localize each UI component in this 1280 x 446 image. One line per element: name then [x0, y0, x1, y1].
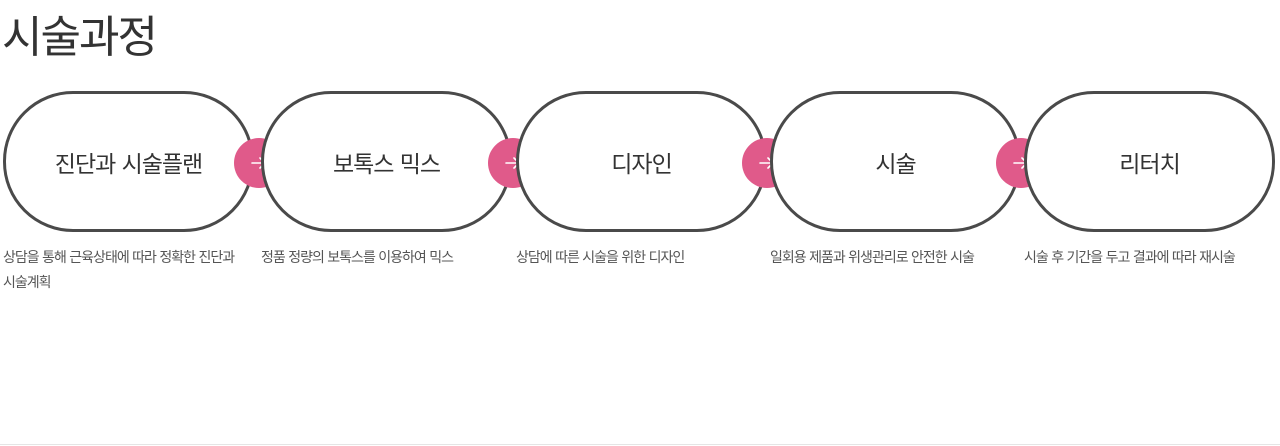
- process-step-5: 리터치 시술 후 기간을 두고 결과에 따라 재시술: [1024, 91, 1275, 271]
- process-step-2: 보톡스 믹스 정품 정량의 보톡스를 이용하여 믹스: [261, 91, 512, 271]
- step-pill: 보톡스 믹스: [261, 91, 512, 232]
- step-pill: 디자인: [516, 91, 767, 232]
- step-label: 리터치: [1119, 151, 1180, 178]
- step-description: 정품 정량의 보톡스를 이용하여 믹스: [261, 250, 454, 266]
- step-label: 보톡스 믹스: [332, 151, 441, 178]
- step-description: 상담에 따른 시술을 위한 디자인: [516, 250, 685, 266]
- step-pill: 리터치: [1024, 91, 1275, 232]
- process-step-4: 시술 일회용 제품과 위생관리로 안전한 시술: [770, 91, 1021, 271]
- step-description: 일회용 제품과 위생관리로 안전한 시술: [770, 250, 975, 266]
- step-label: 시술: [875, 151, 916, 178]
- step-label: 디자인: [611, 151, 672, 178]
- process-step-1: 진단과 시술플랜 상담을 통해 근육상태에 따라 정확한 진단과 시술계획: [3, 91, 254, 296]
- step-pill: 진단과 시술플랜: [3, 91, 254, 232]
- page-title: 시술과정: [2, 12, 158, 63]
- step-description: 시술 후 기간을 두고 결과에 따라 재시술: [1024, 250, 1236, 266]
- divider: [0, 444, 1280, 445]
- step-description: 상담을 통해 근육상태에 따라 정확한 진단과 시술계획: [3, 250, 235, 291]
- step-pill: 시술: [770, 91, 1021, 232]
- process-step-3: 디자인 상담에 따른 시술을 위한 디자인: [516, 91, 767, 271]
- step-label: 진단과 시술플랜: [54, 151, 203, 178]
